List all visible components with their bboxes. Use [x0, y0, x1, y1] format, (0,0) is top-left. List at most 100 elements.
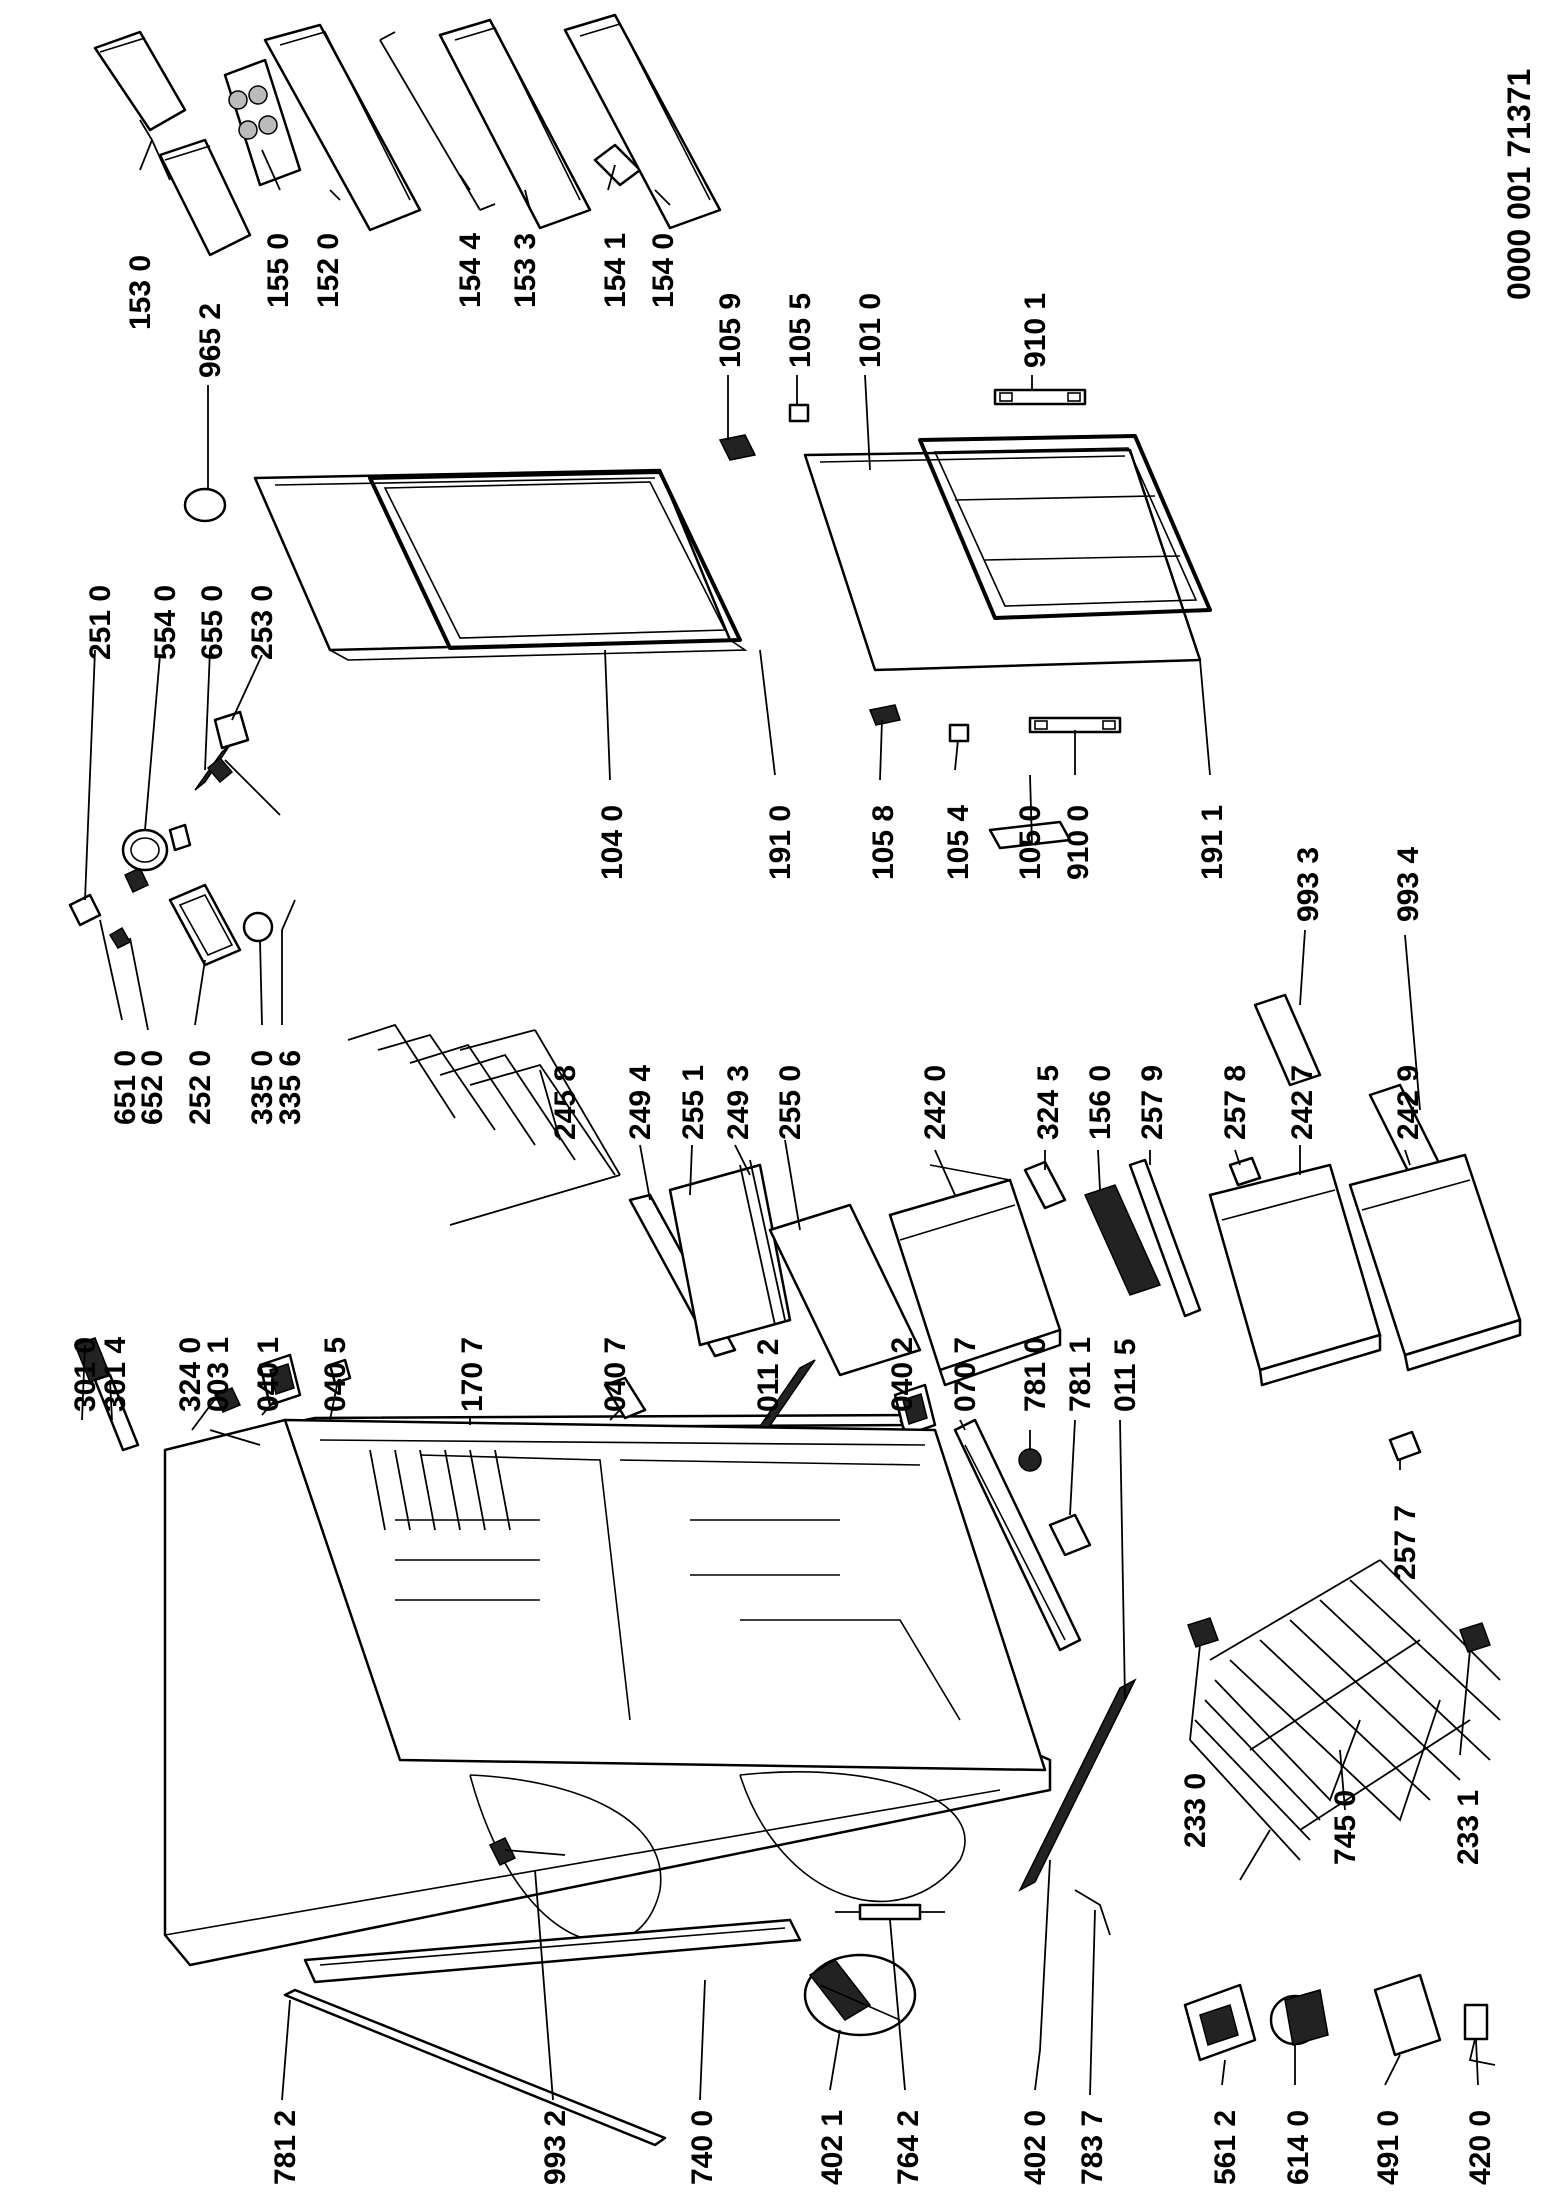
label-011-5: 011 5	[1109, 1339, 1142, 1412]
label-781-1: 781 1	[1064, 1337, 1097, 1412]
label-105-5: 105 5	[784, 293, 817, 368]
label-764-2: 764 2	[892, 2110, 925, 2185]
part-191-1-door-gasket	[918, 434, 1212, 620]
part-242-0-crisper-drawer	[888, 1164, 1062, 1387]
part-781-1-foot	[1048, 1513, 1092, 1557]
label-255-0: 255 0	[774, 1065, 807, 1140]
part-154-0-door-shelf	[563, 13, 722, 230]
label-993-2: 993 2	[539, 2110, 572, 2185]
label-003-1: 003 1	[202, 1337, 235, 1412]
label-155-0: 155 0	[262, 233, 295, 308]
part-155-0-egg-tray	[223, 58, 302, 187]
part-thermostat-group	[68, 710, 274, 967]
label-153-3: 153 3	[509, 233, 542, 308]
label-614-0: 614 0	[1282, 2110, 1315, 2185]
label-156-0: 156 0	[1084, 1065, 1117, 1140]
label-154-4: 154 4	[454, 233, 487, 308]
part-156-0-ice-tray	[1083, 1184, 1162, 1296]
part-301-parts	[74, 1337, 140, 1452]
part-070-7-plinth	[953, 1418, 1082, 1652]
part-040-2-hinge	[893, 1383, 937, 1437]
label-781-0: 781 0	[1019, 1337, 1052, 1412]
label-105-4: 105 4	[942, 805, 975, 880]
part-255-0-glass-plate	[768, 1203, 922, 1377]
part-154-4-rod	[379, 31, 496, 211]
label-910-1: 910 1	[1019, 293, 1052, 368]
label-740-0: 740 0	[686, 2110, 719, 2185]
part-cabinet-body	[163, 1418, 1052, 1967]
leader-lines	[81, 119, 1479, 2101]
part-153-0-door-covers	[93, 30, 252, 257]
part-245-8-wire-shelf	[347, 1023, 621, 1226]
part-233-feet	[1187, 1617, 1491, 1653]
part-614-0-overload	[1269, 1989, 1329, 2046]
label-233-1: 233 1	[1452, 1790, 1485, 1865]
part-910-1-hinge-plate	[993, 388, 1087, 406]
label-242-7: 242 7	[1286, 1065, 1319, 1140]
label-040-5: 040 5	[319, 1337, 352, 1412]
part-781-0-roller	[1018, 1448, 1042, 1472]
part-783-7-wire	[1074, 1889, 1111, 1936]
part-105-5-bracket	[788, 403, 810, 423]
part-glass-shelf-with-trims	[628, 1159, 792, 1358]
part-labels: 153 0 965 2 155 0 152 0 154 4 153 3 154 …	[69, 69, 1537, 2185]
label-783-7: 783 7	[1076, 2110, 1109, 2185]
label-335-0: 335 0	[246, 1050, 279, 1125]
part-257-8-bracket	[1228, 1156, 1262, 1187]
label-651-0: 651 0	[109, 1050, 142, 1125]
part-420-0-capacitor	[1463, 2003, 1496, 2066]
part-011-5-rail	[1018, 1678, 1137, 1892]
label-257-7: 257 7	[1389, 1505, 1422, 1580]
label-242-0: 242 0	[919, 1065, 952, 1140]
part-040-1-hinge	[258, 1353, 302, 1407]
label-255-1: 255 1	[677, 1065, 710, 1140]
label-249-3: 249 3	[722, 1065, 755, 1140]
label-251-0: 251 0	[84, 585, 117, 660]
part-040-7-cover	[603, 1376, 647, 1420]
document-number: 0000 001 71371	[1501, 69, 1537, 300]
label-402-0: 402 0	[1019, 2110, 1052, 2185]
label-154-0: 154 0	[647, 233, 680, 308]
label-745-0: 745 0	[1329, 1790, 1362, 1865]
label-324-0: 324 0	[174, 1337, 207, 1412]
label-040-1: 040 1	[252, 1337, 285, 1412]
label-257-9: 257 9	[1136, 1065, 1169, 1140]
label-965-2: 965 2	[194, 303, 227, 378]
part-drawings	[68, 13, 1522, 2147]
label-104-0: 104 0	[596, 805, 629, 880]
label-910-0: 910 0	[1062, 805, 1095, 880]
label-040-2: 040 2	[886, 1337, 919, 1412]
part-040-5-pin	[328, 1358, 352, 1385]
label-105-8: 105 8	[867, 805, 900, 880]
label-257-8: 257 8	[1219, 1065, 1252, 1140]
part-242-7-freezer-drawer	[1208, 1163, 1382, 1387]
label-554-0: 554 0	[149, 585, 182, 660]
label-561-2: 561 2	[1209, 2110, 1242, 2185]
part-965-2-knob	[183, 487, 227, 523]
part-324-5-cover	[1023, 1160, 1067, 1210]
label-491-0: 491 0	[1372, 2110, 1405, 2185]
part-257-7-bracket	[1388, 1430, 1422, 1462]
label-101-0: 101 0	[854, 293, 887, 368]
part-242-9-freezer-drawer	[1348, 1153, 1522, 1372]
label-652-0: 652 0	[136, 1050, 169, 1125]
label-324-5: 324 5	[1032, 1065, 1065, 1140]
label-252-0: 252 0	[184, 1050, 217, 1125]
part-324-0-top-cover	[213, 1387, 242, 1413]
part-105-9-hinge	[718, 434, 757, 461]
part-740-0-condenser	[303, 1918, 802, 1984]
label-420-0: 420 0	[1464, 2110, 1497, 2185]
part-257-9-flap	[1128, 1158, 1202, 1318]
part-153-3-door-shelf	[438, 18, 592, 230]
label-249-4: 249 4	[624, 1065, 657, 1140]
part-561-2-relay	[1183, 1983, 1257, 2062]
label-301-4: 301 4	[99, 1337, 132, 1412]
label-781-2: 781 2	[269, 2110, 302, 2185]
label-105-0: 105 0	[1014, 805, 1047, 880]
label-070-7: 070 7	[949, 1337, 982, 1412]
label-191-0: 191 0	[764, 805, 797, 880]
label-245-8: 245 8	[549, 1065, 582, 1140]
label-993-3: 993 3	[1292, 847, 1325, 922]
label-011-2: 011 2	[752, 1339, 785, 1412]
